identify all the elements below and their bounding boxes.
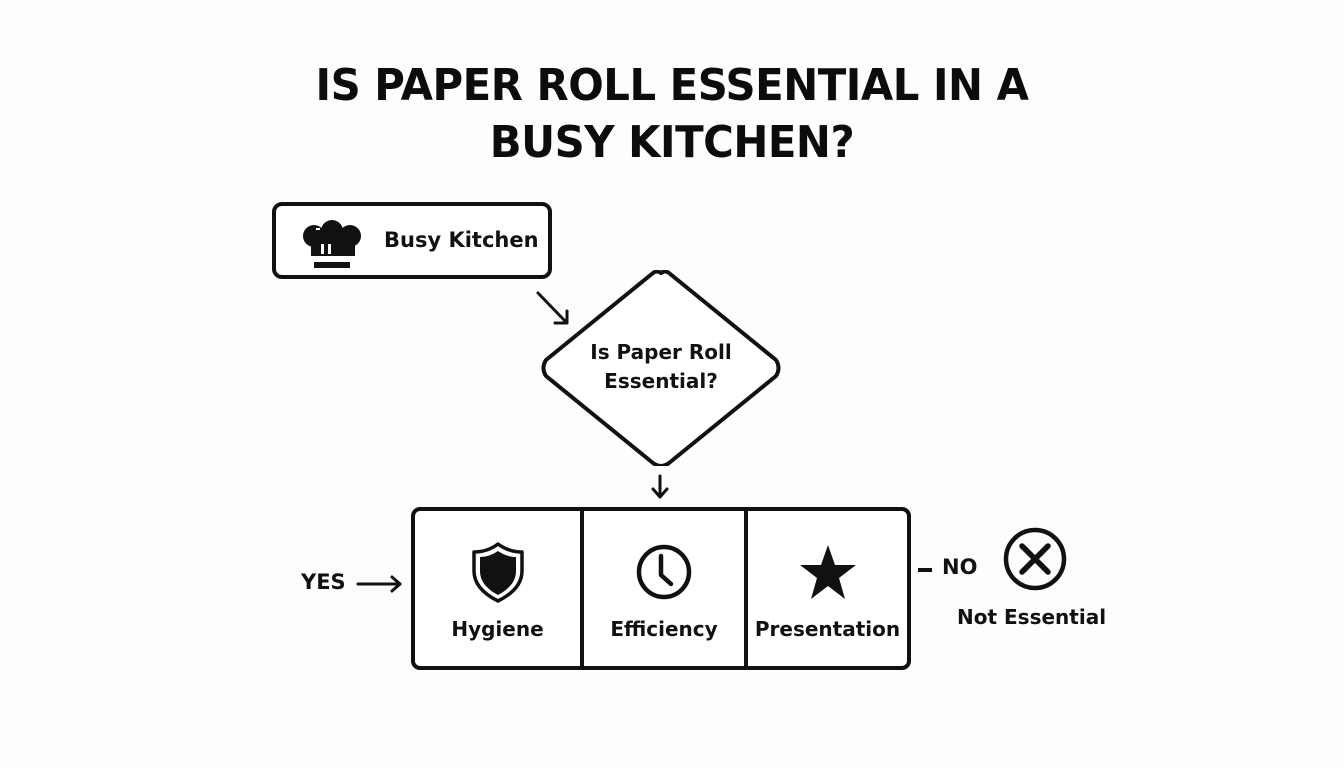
page-title: IS PAPER ROLL ESSENTIAL IN A BUSY KITCHE… xyxy=(34,57,1311,171)
decision-line-1: Is Paper Roll xyxy=(590,340,732,364)
yes-options-group: Hygiene Efficiency Presentation xyxy=(411,507,911,670)
decision-node: Is Paper Roll Essential? xyxy=(540,270,782,466)
arrow-yes xyxy=(356,575,402,593)
option-label: Efficiency xyxy=(610,617,718,641)
no-branch-label: NO xyxy=(942,555,978,579)
arrow-start-to-decision xyxy=(536,291,569,325)
option-efficiency: Efficiency xyxy=(580,511,744,666)
option-hygiene: Hygiene xyxy=(415,511,580,666)
start-node-label: Busy Kitchen xyxy=(384,228,539,252)
shield-icon xyxy=(471,542,524,603)
option-label: Presentation xyxy=(754,617,901,641)
star-icon xyxy=(799,545,856,599)
clock-icon xyxy=(636,544,692,600)
not-essential-label: Not Essential xyxy=(957,605,1107,629)
title-line-2: BUSY KITCHEN? xyxy=(489,117,855,168)
chef-hat-icon xyxy=(303,220,361,268)
option-label: Hygiene xyxy=(451,617,544,641)
start-node-busy-kitchen: Busy Kitchen xyxy=(272,202,552,279)
yes-branch-label: YES xyxy=(301,570,346,594)
x-circle-icon xyxy=(1003,527,1067,591)
no-branch-connector xyxy=(918,568,932,572)
option-presentation: Presentation xyxy=(744,511,907,666)
title-line-1: IS PAPER ROLL ESSENTIAL IN A xyxy=(315,60,1029,111)
arrow-decision-to-options xyxy=(651,474,669,499)
decision-line-2: Essential? xyxy=(604,369,718,393)
